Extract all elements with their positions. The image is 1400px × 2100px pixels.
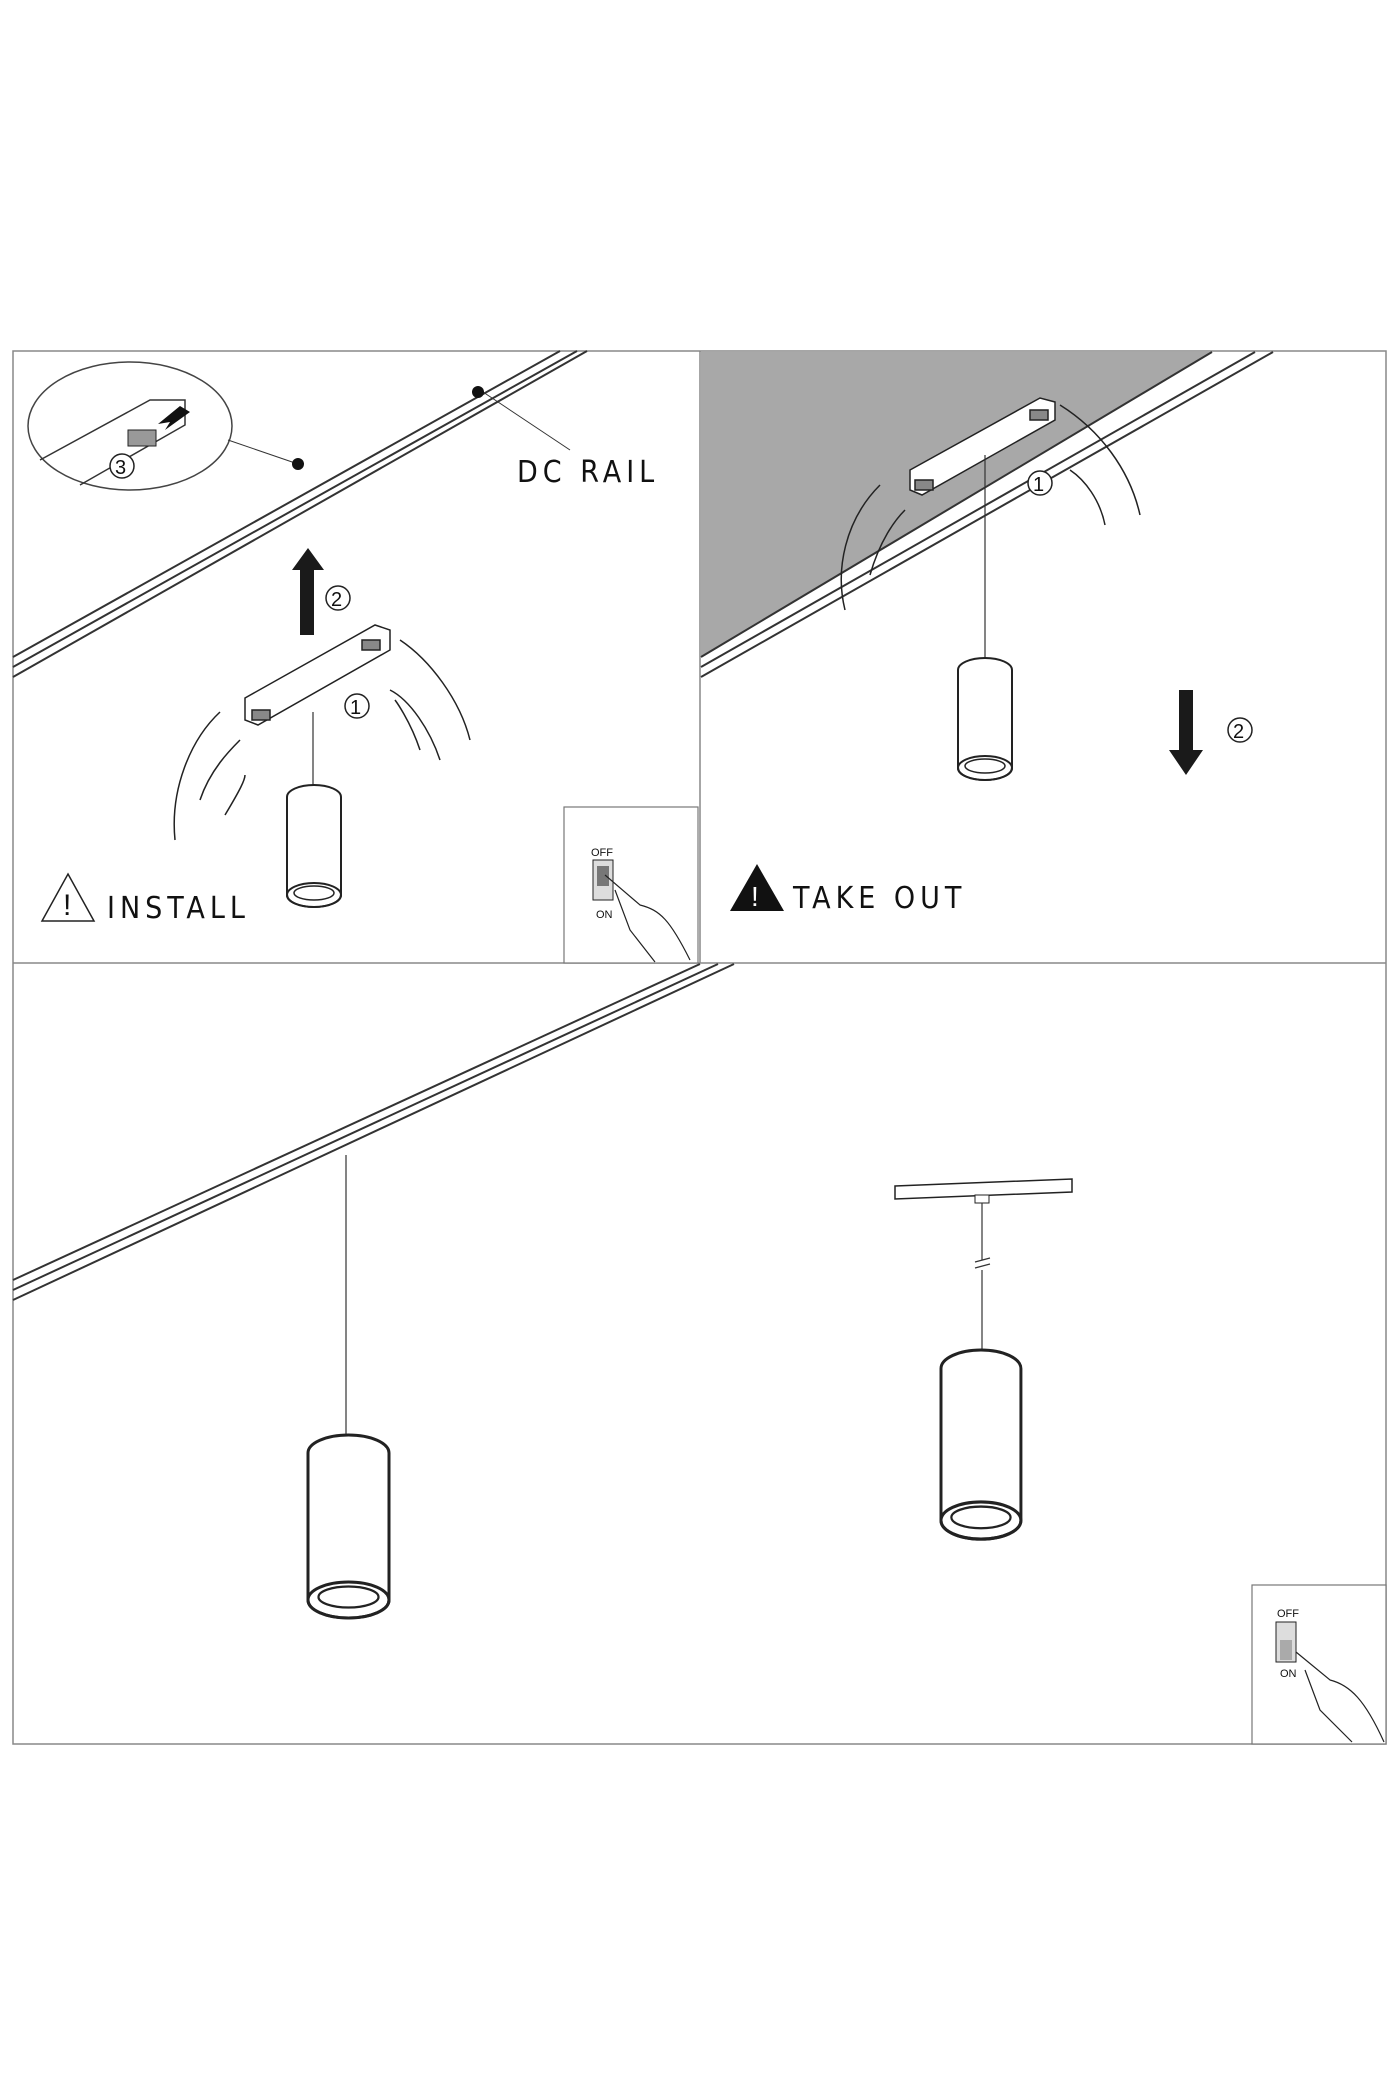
power-switch-inset: OFF ON	[1251, 1584, 1387, 1745]
dc-rail	[12, 350, 588, 678]
rail-dot	[472, 386, 484, 398]
svg-text:!: !	[751, 881, 759, 912]
pendant-light-icon	[939, 1348, 1023, 1541]
detail-inset: 3	[27, 361, 304, 491]
install-panel: DC RAIL 3 2 1 ! INSTALL	[12, 350, 699, 964]
warning-icon: !	[40, 872, 96, 922]
left-hand-icon	[173, 711, 246, 841]
step-2-label: 2	[331, 589, 342, 611]
panel-frame	[12, 350, 1387, 1745]
arrow-up-icon	[292, 548, 324, 635]
right-hand-icon	[1059, 404, 1141, 526]
cable-break-icon	[974, 1257, 991, 1269]
left-hand-icon	[840, 484, 906, 611]
take-out-label: TAKE OUT	[792, 881, 966, 916]
arrow-down-icon	[1169, 690, 1203, 775]
pendant-light-icon	[957, 657, 1013, 781]
take-out-panel: 1 2 ! TAKE OUT	[700, 351, 1274, 916]
connector	[244, 624, 391, 726]
warning-icon: !	[730, 864, 784, 912]
step-3-label: 3	[115, 457, 126, 479]
dc-rail	[12, 963, 735, 1301]
switch-on-label: ON	[596, 909, 613, 921]
dc-rail	[700, 351, 1274, 678]
switch-off-label: OFF	[591, 847, 613, 859]
switch-off-label: OFF	[1277, 1608, 1299, 1620]
connector-bar	[894, 1178, 1073, 1204]
switch-on-label: ON	[1280, 1668, 1297, 1680]
result-panel: OFF ON	[12, 963, 1387, 1745]
pendant-light-icon	[306, 1433, 391, 1620]
rail-leader-line	[479, 389, 571, 451]
pendant-light-icon	[286, 784, 342, 908]
svg-text:!: !	[63, 889, 71, 922]
right-hand-icon	[389, 639, 471, 761]
power-switch-inset: OFF ON	[563, 806, 699, 964]
step-1-label: 1	[1033, 474, 1044, 496]
connector	[909, 397, 1056, 496]
step-2-label: 2	[1233, 721, 1244, 743]
dc-rail-label: DC RAIL	[517, 455, 659, 490]
step-1-label: 1	[350, 697, 361, 719]
install-label: INSTALL	[107, 891, 250, 926]
